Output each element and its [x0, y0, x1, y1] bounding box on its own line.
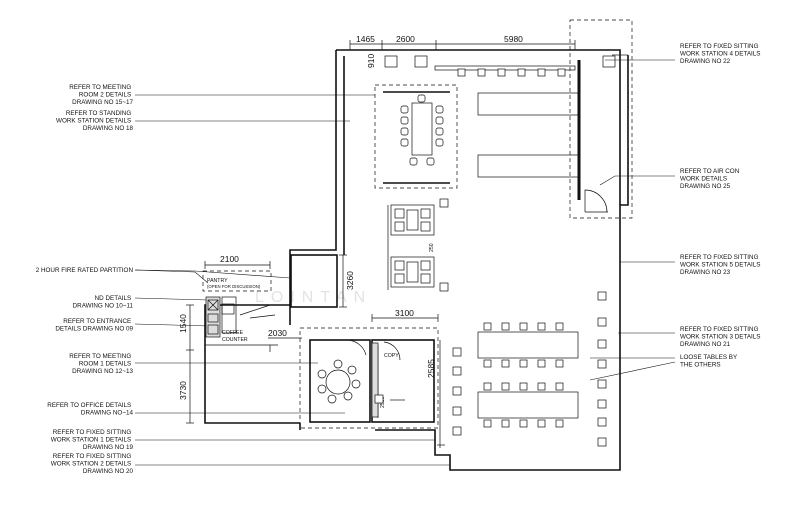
dim-3260: 3260	[345, 271, 355, 290]
callout-work-station-5: REFER TO FIXED SITTING WORK STATION 5 DE…	[680, 254, 762, 276]
dim-2030: 2030	[268, 328, 287, 338]
callout-work-station-4: REFER TO FIXED SITTING WORK STATION 4 DE…	[680, 43, 762, 65]
work-station-3	[477, 322, 579, 428]
callout-office: REFER TO OFFICE DETAILS DRAWING NO~14	[47, 402, 133, 417]
pantry-note: (OPEN FOR DISCUSSION)	[207, 284, 261, 289]
top-dimensions: 1465 2600 5980 910	[349, 34, 576, 68]
booth-lower	[390, 256, 435, 288]
right-wall-seats	[597, 291, 607, 447]
standing-work-stations	[477, 92, 579, 178]
callout-entrance: REFER TO ENTRANCE DETAILS DRAWING NO 09	[55, 318, 133, 333]
right-callouts: REFER TO FIXED SITTING WORK STATION 4 DE…	[680, 43, 762, 369]
meeting-room-1: 2030 3100	[268, 308, 439, 429]
work-station-1	[437, 340, 462, 448]
dim-1465: 1465	[356, 34, 375, 44]
dim-3730: 3730	[178, 381, 188, 400]
office-copy-room: COPY 2585 2550	[371, 339, 436, 423]
coffee-counter-label-1: COFFEE	[222, 330, 244, 336]
dim-2100: 2100	[220, 254, 239, 264]
meeting-room-2-chairs-right	[435, 105, 444, 147]
dim-2600: 2600	[396, 34, 415, 44]
dim-910: 910	[366, 54, 376, 68]
work-station-4	[434, 19, 633, 219]
callout-nd-details: ND DETAILS DRAWING NO 10~11	[73, 295, 134, 310]
lobby-room: 3260	[239, 254, 355, 319]
callout-work-station-2: REFER TO FIXED SITTING WORK STATION 2 DE…	[51, 453, 134, 475]
callout-air-con: REFER TO AIR CON WORK DETAILS DRAWING NO…	[680, 168, 741, 190]
dim-3100: 3100	[395, 308, 414, 318]
outer-walls	[204, 49, 629, 471]
left-dimensions: 1540 3730	[178, 304, 194, 424]
meeting-room-1-chairs	[317, 359, 361, 404]
callout-work-station-1: REFER TO FIXED SITTING WORK STATION 1 DE…	[51, 429, 134, 451]
callout-standing-work-station: REFER TO STANDING WORK STATION DETAILS D…	[56, 110, 133, 132]
dim-1540: 1540	[178, 314, 188, 333]
air-con-door	[584, 189, 608, 213]
ws3-chairs-bottom	[483, 419, 564, 428]
dim-250: 250	[429, 243, 435, 252]
left-callouts: REFER TO MEETING ROOM 2 DETAILS DRAWING …	[36, 84, 134, 475]
stool-row-top	[457, 68, 566, 77]
meeting-room-2-chairs-left	[400, 105, 409, 147]
dim-5980: 5980	[504, 34, 523, 44]
callout-meeting-room-2: REFER TO MEETING ROOM 2 DETAILS DRAWING …	[69, 84, 133, 106]
ws3-chairs-top	[483, 322, 564, 331]
meeting-room-2	[374, 84, 458, 189]
callout-fire-rated-partition: 2 HOUR FIRE RATED PARTITION	[36, 267, 134, 274]
callout-meeting-room-1: REFER TO MEETING ROOM 1 DETAILS DRAWING …	[69, 353, 133, 375]
top-fixtures	[384, 55, 616, 68]
pantry: 2100 PANTRY (OPEN FOR DISCUSSION) COFFEE…	[202, 254, 278, 352]
left-leader-lines	[134, 94, 450, 466]
booth-upper	[387, 204, 435, 290]
callout-work-station-3: REFER TO FIXED SITTING WORK STATION 3 DE…	[680, 326, 762, 348]
coffee-counter-label-2: COUNTER	[222, 337, 248, 343]
callout-loose-tables: LOOSE TABLES BY THE OTHERS	[680, 354, 739, 369]
pantry-label: PANTRY	[207, 278, 228, 284]
ws3-chairs-mid	[483, 359, 564, 391]
watermark: LOINTAN	[255, 289, 372, 306]
dim-2585: 2585	[426, 359, 436, 378]
copy-label: COPY	[384, 353, 399, 359]
right-leader-lines	[589, 59, 676, 381]
